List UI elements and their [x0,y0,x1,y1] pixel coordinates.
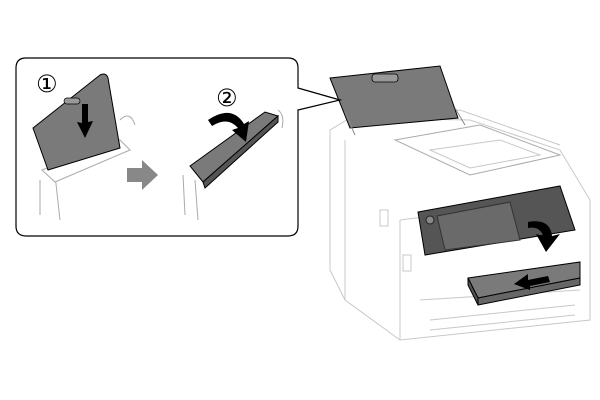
push-down-arrow-icon [77,104,93,138]
push-tray-arrow-icon [514,274,550,290]
step-2-illustration [182,109,284,221]
step-1-label: ① [36,70,58,98]
close-panel-arrow-icon [528,221,560,252]
step-2-label: ② [216,84,238,112]
step-1-illustration [32,73,136,221]
rear-paper-support [329,65,466,136]
next-step-arrow-icon [127,160,158,190]
control-panel [417,185,576,256]
fold-down-arrow-icon [208,112,249,142]
